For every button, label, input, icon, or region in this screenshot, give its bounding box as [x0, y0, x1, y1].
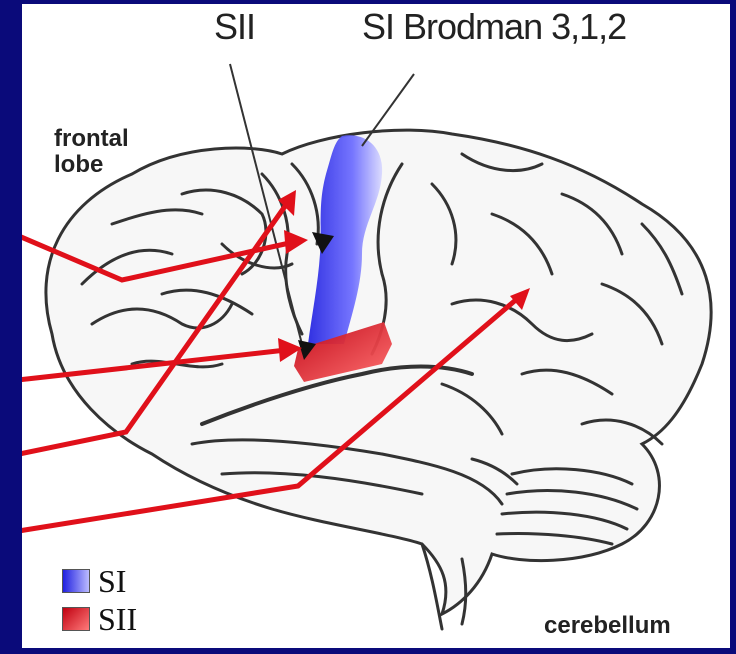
legend-label-sii: SII: [98, 601, 137, 638]
frontal-lobe-label: frontal lobe: [54, 126, 129, 178]
legend-label-si: SI: [98, 563, 126, 600]
si-brodman-label: SI Brodman 3,1,2: [362, 6, 626, 48]
legend-swatch-si: [62, 569, 90, 593]
cerebellum-label: cerebellum: [544, 612, 671, 640]
sii-label-top: SII: [214, 6, 255, 48]
legend-item-si: SI: [62, 566, 126, 596]
legend-swatch-sii: [62, 607, 90, 631]
image-panel: SII SI Brodman 3,1,2 frontal lobe cerebe…: [22, 4, 730, 648]
brain-illustration: [22, 4, 730, 648]
legend-item-sii: SII: [62, 604, 137, 634]
frontal-lobe-label-line1: frontal: [54, 126, 129, 152]
frontal-lobe-label-line2: lobe: [54, 152, 129, 178]
